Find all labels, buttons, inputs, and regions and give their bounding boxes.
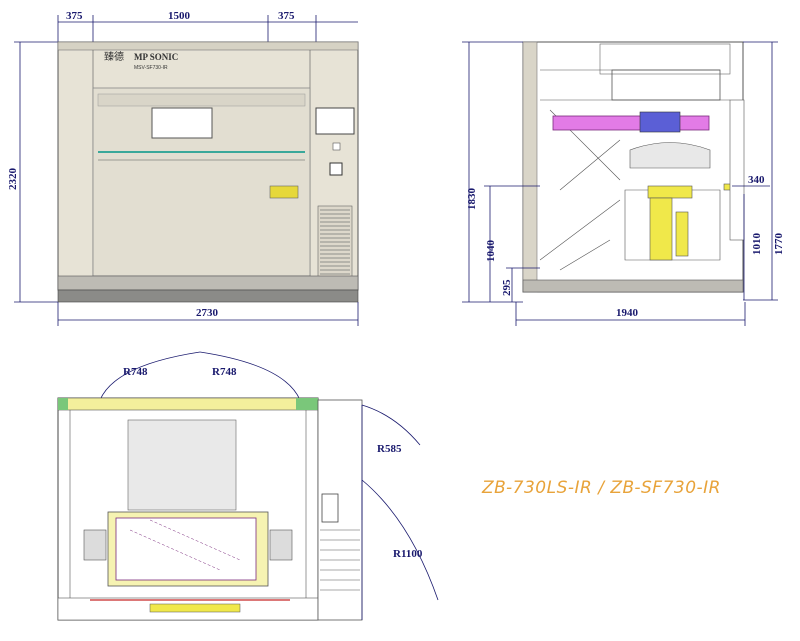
dim-1500: 1500 bbox=[168, 10, 191, 22]
dim-2320: 2320 bbox=[7, 168, 19, 191]
side-view: 1830 1040 295 340 1010 1770 1940 bbox=[462, 41, 785, 326]
dim-375-left: 375 bbox=[66, 10, 83, 22]
dim-r748-right: R748 bbox=[212, 366, 237, 378]
logo-cn: 臻德 bbox=[104, 50, 124, 63]
dim-r1100: R1100 bbox=[393, 548, 423, 560]
model-caption: ZB-730LS-IR / ZB-SF730-IR bbox=[482, 478, 721, 498]
dim-r748-left: R748 bbox=[123, 366, 148, 378]
dim-340: 340 bbox=[748, 174, 765, 186]
vent-grille bbox=[317, 205, 353, 279]
logo-en: MP SONIC bbox=[134, 52, 178, 62]
dim-1040: 1040 bbox=[485, 240, 497, 263]
top-view: R748 R748 R585 R1100 bbox=[57, 351, 439, 621]
dim-1010: 1010 bbox=[751, 233, 763, 256]
dim-1770: 1770 bbox=[773, 233, 785, 256]
dim-375-right: 375 bbox=[278, 10, 295, 22]
dim-1940: 1940 bbox=[616, 307, 639, 319]
dim-295: 295 bbox=[501, 279, 513, 296]
front-view: 375 1500 375 2320 臻德 MP SONIC MSV-SF730-… bbox=[7, 10, 359, 326]
logo-model: MSV-SF730-IR bbox=[134, 65, 168, 71]
dim-2730: 2730 bbox=[196, 307, 219, 319]
dim-r585: R585 bbox=[377, 443, 402, 455]
dim-1830: 1830 bbox=[466, 188, 478, 211]
